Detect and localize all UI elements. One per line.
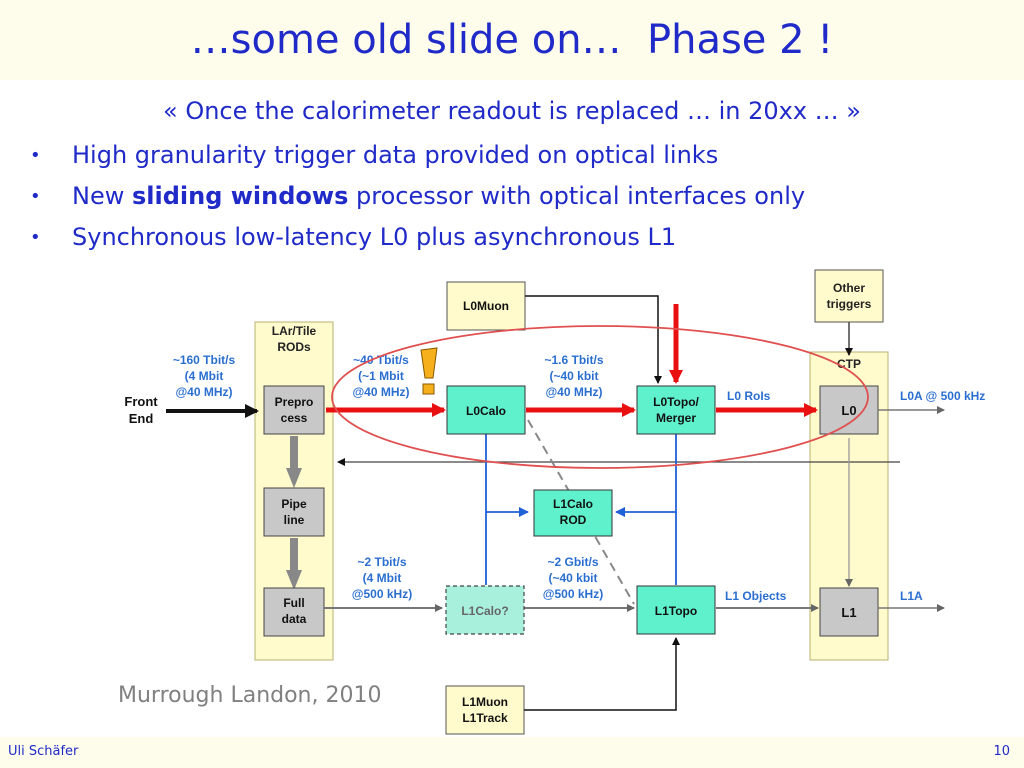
preprocess-label-2: cess <box>281 411 308 425</box>
l0topo-box <box>636 385 716 435</box>
other-triggers-label-1: Other <box>833 281 865 295</box>
l0calo-to-rod-line <box>485 434 529 517</box>
l1calo-rod-box <box>533 489 613 537</box>
rate160-line-2: (4 Mbit <box>185 369 224 383</box>
lar-tile-label-2: RODs <box>277 340 311 354</box>
fulldata-box <box>263 587 325 637</box>
pipeline-label-2: line <box>284 513 305 527</box>
bullet-text-2-pre: New <box>72 182 132 210</box>
l0-label: L0 <box>841 403 856 418</box>
l0muon-label: L0Muon <box>463 299 509 313</box>
other-triggers-label-2: triggers <box>827 297 872 311</box>
bullet-text-1: High granularity trigger data provided o… <box>72 141 719 169</box>
bullet-list: • High granularity trigger data provided… <box>30 135 1020 258</box>
bullet-dot: • <box>30 186 41 207</box>
warning-exclamation-icon <box>420 347 438 395</box>
bullet-item-2: • New sliding windows processor with opt… <box>30 176 1020 217</box>
fulldata-label-2: data <box>282 612 307 626</box>
l0muon-box <box>446 281 526 331</box>
rate160-line-3: @40 MHz) <box>175 385 232 399</box>
footer-page-number: 10 <box>993 744 1010 759</box>
fulldata-label-1: Full <box>283 596 304 610</box>
l1a-label: L1A <box>900 589 923 603</box>
l1topo-box <box>636 585 716 635</box>
other-triggers-box <box>814 269 884 323</box>
rate2T-line-2: (4 Mbit <box>363 571 402 585</box>
l0calo-box <box>446 385 526 435</box>
l0rois-label: L0 RoIs <box>727 389 771 403</box>
l1calo-rod-label-2: ROD <box>560 513 587 527</box>
bullet-text-2-post: processor with optical interfaces only <box>348 182 806 210</box>
rate2T-line-1: ~2 Tbit/s <box>357 555 406 569</box>
front-end-label-1: Front <box>124 394 158 409</box>
l0muon-arrow <box>525 295 662 384</box>
l1-box <box>819 587 879 637</box>
l0topo-label-2: Merger <box>656 411 696 425</box>
preprocess-box <box>263 385 325 435</box>
footer-band <box>0 737 1024 768</box>
l1muon-arrow <box>524 637 680 711</box>
image-credit: Murrough Landon, 2010 <box>118 683 382 708</box>
rate160-line-1: ~160 Tbit/s <box>173 353 236 367</box>
bullet-text-3: Synchronous low-latency L0 plus asynchro… <box>72 223 677 251</box>
rate16-line-3: @40 MHz) <box>545 385 602 399</box>
l0topo-to-rod-line <box>615 434 677 517</box>
rate2G-line-3: @500 kHz) <box>543 587 603 601</box>
footer-author: Uli Schäfer <box>8 744 79 759</box>
l1calo-question-label: L1Calo? <box>461 604 508 618</box>
slide-quote: « Once the calorimeter readout is replac… <box>163 97 861 125</box>
rate16-line-2: (~40 kbit <box>549 369 598 383</box>
preprocess-label-1: Prepro <box>275 395 314 409</box>
l1muon-box <box>445 685 525 735</box>
l0topo-label-1: L0Topo/ <box>653 395 699 409</box>
l1muon-label-2: L1Track <box>462 711 508 725</box>
rate16-line-1: ~1.6 Tbit/s <box>544 353 603 367</box>
rate40-line-2: (~1 Mbit <box>358 369 404 383</box>
front-end-label-2: End <box>129 411 154 426</box>
l1-label: L1 <box>841 605 856 620</box>
pipeline-label-1: Pipe <box>281 497 307 511</box>
l1calo-rod-label-1: L1Calo <box>553 497 593 511</box>
highlight-ellipse <box>331 325 869 469</box>
l1topo-label: L1Topo <box>655 604 697 618</box>
l1muon-label-1: L1Muon <box>462 695 508 709</box>
l0calo-label: L0Calo <box>466 404 506 418</box>
title-band <box>0 0 1024 80</box>
rate2T-line-3: @500 kHz) <box>352 587 412 601</box>
bullet-item-1: • High granularity trigger data provided… <box>30 135 1020 176</box>
rate2G-line-2: (~40 kbit <box>548 571 597 585</box>
rate40-line-3: @40 MHz) <box>352 385 409 399</box>
ctp-label: CTP <box>837 357 861 371</box>
l1calo-question-box <box>445 585 525 635</box>
bullet-dot: • <box>30 145 41 166</box>
bullet-text-2-bold: sliding windows <box>131 182 349 210</box>
l1objects-label: L1 Objects <box>725 589 787 603</box>
rate40-line-1: ~40 Tbit/s <box>353 353 409 367</box>
l0a-label: L0A @ 500 kHz <box>900 389 985 403</box>
lar-tile-label-1: LAr/Tile <box>272 324 317 338</box>
pipeline-box <box>263 487 325 537</box>
slide-title: …some old slide on… Phase 2 ! <box>190 17 834 63</box>
bullet-dot: • <box>30 227 41 248</box>
rate2G-line-1: ~2 Gbit/s <box>547 555 598 569</box>
bullet-item-3: • Synchronous low-latency L0 plus asynch… <box>30 217 1020 258</box>
